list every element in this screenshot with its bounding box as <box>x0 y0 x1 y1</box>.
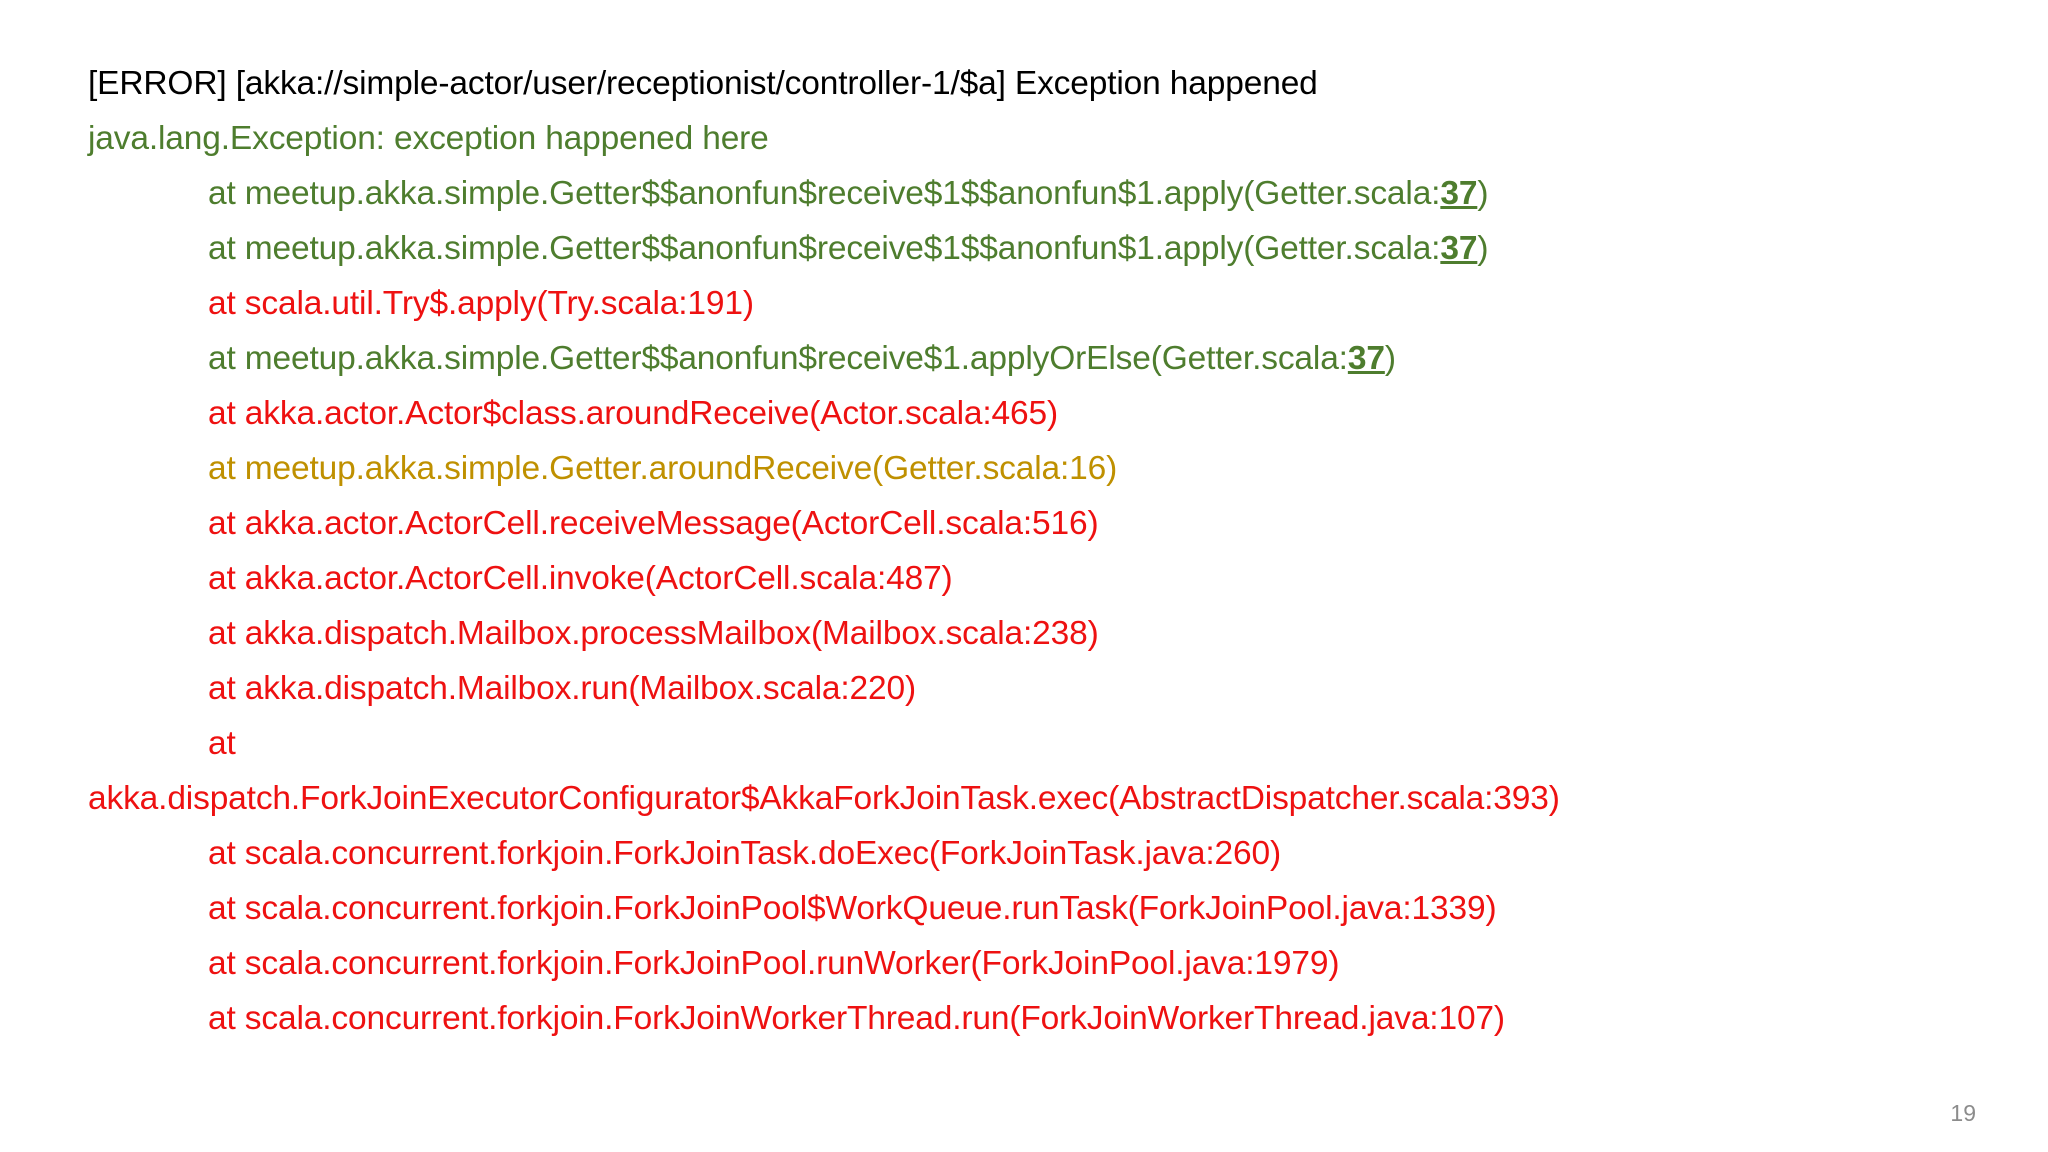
exception-message-line: java.lang.Exception: exception happened … <box>88 120 769 157</box>
stack-frame-line: at scala.util.Try$.apply(Try.scala:191) <box>88 276 1968 331</box>
stack-frame-line-highlighted: at meetup.akka.simple.Getter.aroundRecei… <box>88 441 1968 496</box>
stack-frame-at-keyword: at <box>208 725 236 762</box>
stack-frame-line: at meetup.akka.simple.Getter$$anonfun$re… <box>88 166 1968 221</box>
stack-frame-text: at meetup.akka.simple.Getter.aroundRecei… <box>208 450 1118 487</box>
stack-frame-text: at scala.util.Try$.apply(Try.scala:191) <box>208 285 754 322</box>
stack-frame-line: at scala.concurrent.forkjoin.ForkJoinWor… <box>208 1000 1505 1037</box>
stack-frame-text: at akka.actor.ActorCell.receiveMessage(A… <box>208 505 1099 542</box>
stack-frame-text: at akka.actor.ActorCell.invoke(ActorCell… <box>208 560 953 597</box>
log-header-line: [ERROR] [akka://simple-actor/user/recept… <box>88 65 1318 102</box>
stack-frame-line: at akka.actor.ActorCell.receiveMessage(A… <box>88 496 1968 551</box>
stack-frame-text-tail: ) <box>1384 340 1396 377</box>
stack-frame-line: at scala.concurrent.forkjoin.ForkJoinTas… <box>208 835 1281 872</box>
stack-frame-text: at akka.dispatch.Mailbox.run(Mailbox.sca… <box>208 670 916 707</box>
stack-trace-block: [ERROR] [akka://simple-actor/user/recept… <box>88 56 1968 1046</box>
stack-frame-text: at meetup.akka.simple.Getter$$anonfun$re… <box>208 230 1441 267</box>
stack-frame-line: at akka.actor.ActorCell.invoke(ActorCell… <box>88 551 1968 606</box>
stack-frame-text: at meetup.akka.simple.Getter$$anonfun$re… <box>208 340 1348 377</box>
stack-frame-continuation: akka.dispatch.ForkJoinExecutorConfigurat… <box>88 780 1560 817</box>
stack-frame-text-tail: ) <box>1477 230 1489 267</box>
source-line-number: 37 <box>1347 340 1385 377</box>
source-line-number: 37 <box>1440 230 1478 267</box>
stack-frame-text: at akka.actor.Actor$class.aroundReceive(… <box>208 395 1059 432</box>
source-line-number: 37 <box>1440 175 1478 212</box>
stack-frame-line: at scala.concurrent.forkjoin.ForkJoinPoo… <box>208 945 1340 982</box>
stack-frame-line: at akka.dispatch.Mailbox.processMailbox(… <box>88 606 1968 661</box>
page-number: 19 <box>1950 1100 1976 1126</box>
stack-frame-text: at meetup.akka.simple.Getter$$anonfun$re… <box>208 175 1441 212</box>
stack-frame-text: at akka.dispatch.Mailbox.processMailbox(… <box>208 615 1099 652</box>
stack-frame-line-wrapped: at akka.dispatch.ForkJoinExecutorConfigur… <box>88 716 1968 826</box>
stack-frame-text-tail: ) <box>1477 175 1489 212</box>
stack-frame-line: at meetup.akka.simple.Getter$$anonfun$re… <box>88 331 1968 386</box>
stack-frame-line: at akka.dispatch.Mailbox.run(Mailbox.sca… <box>88 661 1968 716</box>
stack-frame-line: at meetup.akka.simple.Getter$$anonfun$re… <box>88 221 1968 276</box>
stack-frame-line: at scala.concurrent.forkjoin.ForkJoinPoo… <box>208 890 1497 927</box>
stack-frame-line: at akka.actor.Actor$class.aroundReceive(… <box>88 386 1968 441</box>
